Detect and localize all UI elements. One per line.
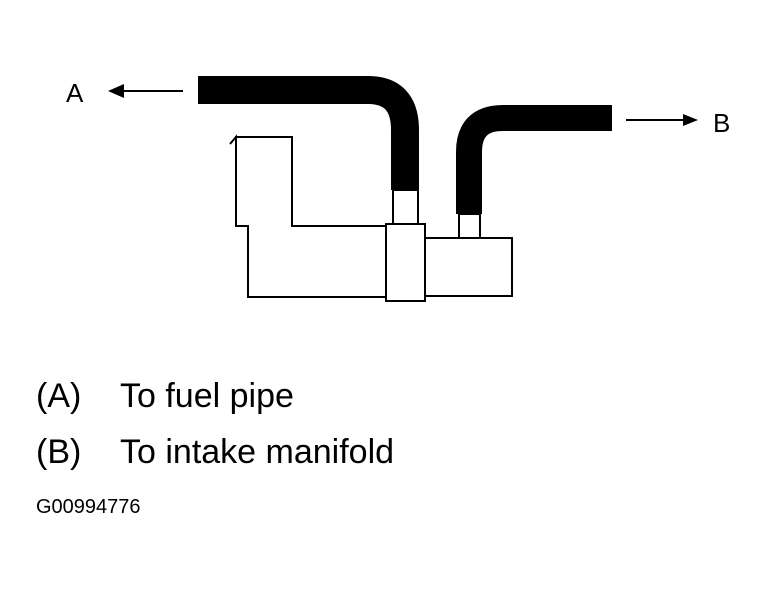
valve-center-block [385,223,426,302]
legend-key-a: (A) [36,377,82,415]
legend-row-b: (B) To intake manifold [36,434,394,470]
valve-right-body [424,237,513,297]
valve-bracket [229,134,389,298]
bracket-outline [235,136,389,298]
legend-text-a: To fuel pipe [120,377,294,415]
legend-key-b: (B) [36,433,82,471]
hose-b [456,105,612,214]
arrow-b-head [683,114,698,126]
arrow-a-head [108,84,124,98]
port-a-label: A [66,78,84,108]
port-b-label: B [713,108,731,138]
nipple-b [458,213,481,239]
hose-a [198,76,419,190]
arrow-a [108,84,183,98]
legend-row-a: (A) To fuel pipe [36,378,294,414]
figure-id: G00994776 [36,496,141,518]
nipple-a [392,189,419,225]
legend-text-b: To intake manifold [120,433,395,471]
arrow-b [626,114,698,126]
